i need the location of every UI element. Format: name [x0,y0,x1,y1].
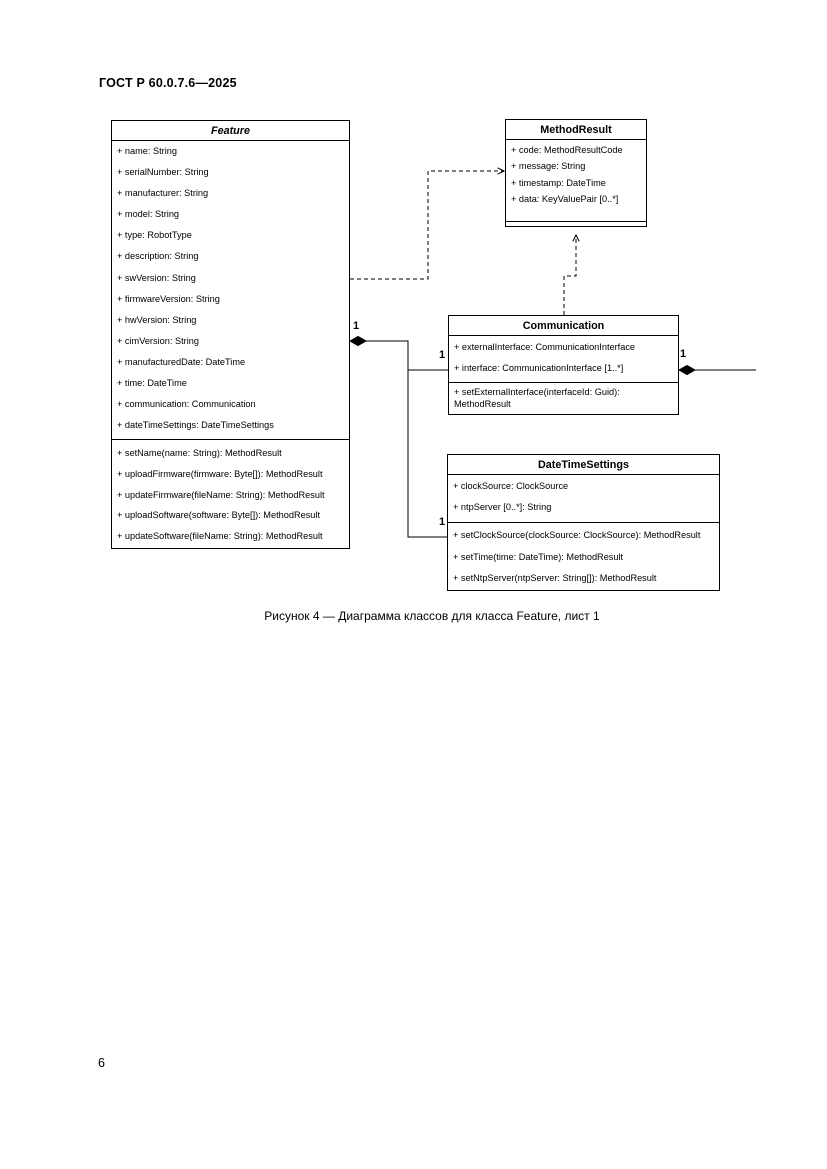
communication-methodresult-dependency [563,235,576,315]
attribute-row: + hwVersion: String [117,314,197,325]
attribute-row: + manufacturedDate: DateTime [117,356,246,367]
class-feature: Feature + name: String + serialNumber: S… [111,120,350,550]
multiplicity-feature-composition: 1 [353,320,360,332]
class-date-time-settings: DateTimeSettings + clockSource: ClockSou… [447,454,720,591]
operation-row: + updateFirmware(fileName: String): Meth… [117,489,325,500]
class-method-result: MethodResult + code: MethodResultCode + … [505,119,647,228]
class-communication-name: Communication [449,316,678,336]
feature-composition-diamond [348,335,368,347]
class-date-time-settings-attributes: + clockSource: ClockSource + ntpServer [… [448,475,719,522]
feature-methodresult-dependency [350,171,504,280]
document-header: ГОСТ Р 60.0.7.6—2025 [99,76,237,90]
attribute-row: + communication: Communication [117,399,256,410]
attribute-row: + code: MethodResultCode [511,145,623,155]
operation-row: + uploadFirmware(firmware: Byte[]): Meth… [117,468,323,479]
attribute-row: + ntpServer [0..*]: String [453,502,552,512]
figure-caption: Рисунок 4 — Диаграмма классов для класса… [264,609,600,623]
class-feature-attributes: + name: String + serialNumber: String + … [112,141,349,439]
attribute-row: + firmwareVersion: String [117,293,220,304]
operation-row: + setName(name: String): MethodResult [117,448,282,459]
class-date-time-settings-name: DateTimeSettings [448,455,719,475]
attribute-row: + swVersion: String [117,272,196,283]
attribute-row: + interface: CommunicationInterface [1..… [454,363,624,373]
attribute-row: + serialNumber: String [117,167,209,178]
operation-row: MethodResult [454,398,511,409]
attribute-row: + model: String [117,209,180,220]
attribute-row: + type: RobotType [117,230,192,241]
operation-row: + uploadSoftware(software: Byte[]): Meth… [117,510,320,521]
class-date-time-settings-operations: + setClockSource(clockSource: ClockSourc… [448,522,719,590]
operation-row: + setClockSource(clockSource: ClockSourc… [453,530,701,540]
attribute-row: + description: String [117,251,199,262]
class-communication: Communication + externalInterface: Commu… [448,315,679,415]
class-communication-attributes: + externalInterface: CommunicationInterf… [449,336,678,382]
class-feature-operations: + setName(name: String): MethodResult + … [112,439,349,548]
operation-row: + setExternalInterface(interfaceId: Guid… [454,387,620,397]
multiplicity-communication-end: 1 [439,349,446,361]
attribute-row: + manufacturer: String [117,188,209,199]
attribute-row: + data: KeyValuePair [0..*] [511,193,619,204]
attribute-row: + time: DateTime [117,378,187,389]
attribute-row: + timestamp: DateTime [511,177,606,188]
class-communication-operations: + setExternalInterface(interfaceId: Guid… [449,382,678,414]
multiplicity-communication-composition: 1 [680,348,687,360]
multiplicity-date-time-settings-end: 1 [439,516,446,528]
operation-row: + setTime(time: DateTime): MethodResult [453,551,624,562]
class-method-result-name: MethodResult [506,120,646,140]
attribute-row: + message: String [511,161,586,172]
attribute-row: + externalInterface: CommunicationInterf… [454,342,636,352]
attribute-row: + name: String [117,146,178,156]
feature-composition-line [366,340,447,538]
operation-row: + setNtpServer(ntpServer: String[]): Met… [453,573,657,583]
page-number: 6 [98,1056,105,1070]
attribute-row: + cimVersion: String [117,335,199,346]
class-method-result-operations [506,221,646,226]
class-method-result-attributes: + code: MethodResultCode + message: Stri… [506,140,646,221]
attribute-row: + dateTimeSettings: DateTimeSettings [117,420,274,431]
communication-composition-diamond [677,364,697,376]
class-feature-name: Feature [112,121,349,141]
attribute-row: + clockSource: ClockSource [453,481,569,491]
operation-row: + updateSoftware(fileName: String): Meth… [117,530,323,541]
